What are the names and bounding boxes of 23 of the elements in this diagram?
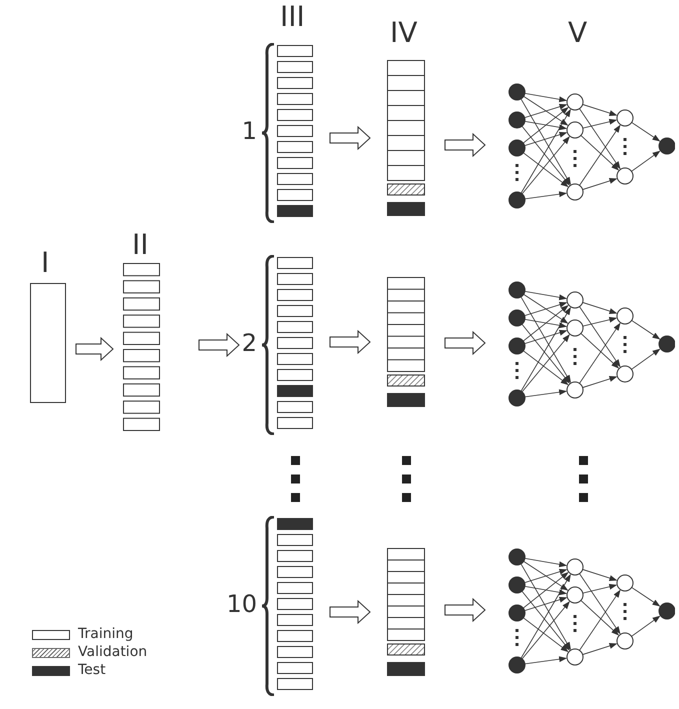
column-heading: II	[132, 228, 149, 261]
hollow-arrow	[330, 330, 371, 354]
column-heading: III	[280, 0, 305, 33]
data-split-drawing	[387, 548, 425, 676]
legend-label: Test	[78, 662, 106, 678]
dataset-box	[30, 283, 66, 403]
hollow-arrow	[444, 132, 486, 158]
legend-label: Training	[78, 626, 134, 642]
data-split-drawing	[387, 277, 425, 407]
column-heading: I	[41, 246, 50, 279]
hollow-arrow	[444, 598, 486, 622]
fold-number: 1	[240, 117, 257, 145]
legend-label: Validation	[78, 644, 148, 660]
fold-number: 2	[240, 329, 257, 357]
hollow-arrow	[330, 600, 371, 624]
hollow-arrow	[444, 330, 486, 356]
hollow-arrow	[76, 336, 114, 362]
hollow-arrow	[198, 332, 240, 358]
column-heading: V	[568, 16, 588, 49]
hollow-arrow	[330, 126, 371, 150]
fold-number: 10	[225, 590, 257, 618]
data-split-drawing	[387, 60, 425, 216]
column-heading: IV	[390, 16, 418, 49]
